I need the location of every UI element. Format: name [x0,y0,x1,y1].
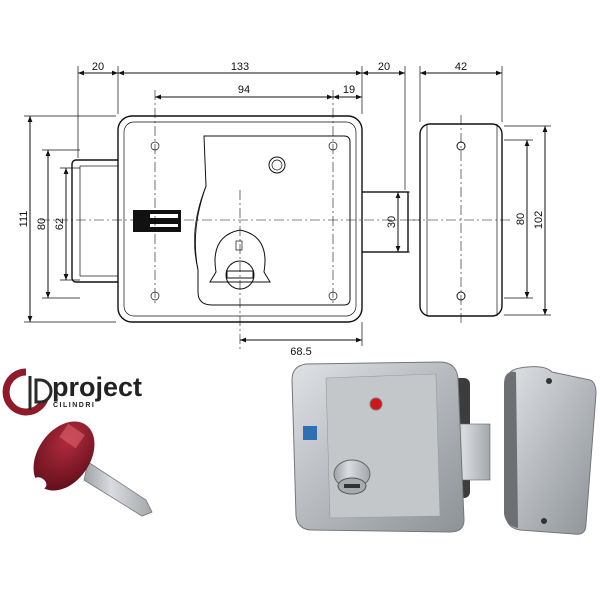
brand-logo: project CILINDRI [2,368,142,416]
dim-side-screw-spacing: 80 [515,213,527,225]
dimension-lines [27,70,548,343]
brand-plate [133,210,181,232]
dim-side-depth: 42 [455,61,467,73]
key-image [33,421,153,517]
dim-keyhole-offset: 68.5 [290,346,311,358]
dim-height-total: 111 [18,211,30,228]
bolt [71,159,123,283]
dim-latch-height: 30 [386,216,398,228]
dim-latch-width: 20 [378,61,390,73]
dim-screw-spacing: 94 [238,84,250,96]
keeper-photo [504,366,597,535]
indicator-hole [268,156,286,174]
dim-side-height: 102 [533,211,545,229]
dimension-labels: 20 133 20 42 94 19 111 80 62 30 80 102 6… [18,61,545,358]
dim-screw-offset: 19 [343,84,355,96]
front-view [40,90,420,350]
cylinder [209,229,271,283]
dim-body-width: 133 [231,61,249,73]
dim-left-bolt-width: 20 [92,61,104,73]
dim-height-bolt: 80 [36,218,48,230]
brand-subtitle: CILINDRI [53,402,95,409]
side-view [410,115,512,325]
dim-height-inner: 62 [54,218,66,230]
lock-photo [291,361,491,533]
cover-plate [194,135,351,306]
latch [357,191,409,253]
brand-name: project [52,372,142,402]
